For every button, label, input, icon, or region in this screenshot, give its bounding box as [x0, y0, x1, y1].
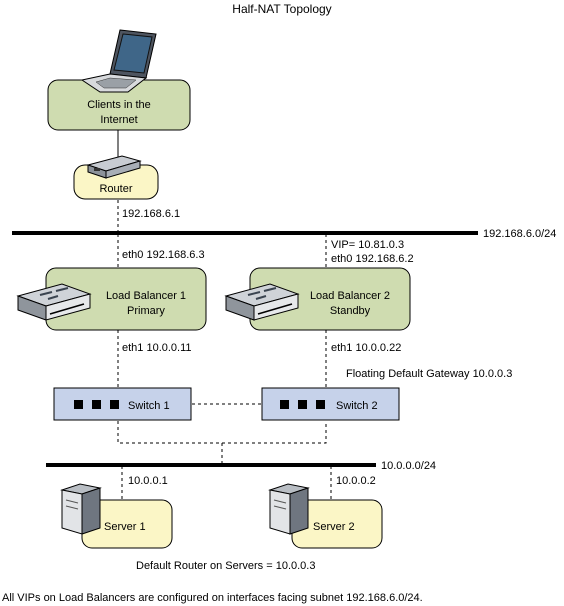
subnet-top-label: 192.168.6.0/24: [483, 228, 556, 240]
server-tower-icon: [60, 483, 102, 535]
lb2-vip-label: VIP= 10.81.0.3: [331, 239, 404, 251]
dashed-links: [117, 200, 332, 500]
router-ip-label: 192.168.6.1: [122, 208, 180, 220]
router-label: Router: [99, 183, 132, 195]
lb2-label-line1: Load Balancer 2: [310, 290, 390, 302]
server1-label: Server 1: [104, 521, 146, 533]
switch2-label: Switch 2: [336, 400, 378, 412]
router-device-icon: [86, 155, 142, 179]
default-router-label: Default Router on Servers = 10.0.0.3: [136, 560, 315, 572]
lb1-eth1-label: eth1 10.0.0.11: [122, 342, 192, 354]
subnet-bottom-label: 10.0.0.0/24: [381, 460, 436, 472]
lb1-eth0-label: eth0 192.168.6.3: [122, 249, 205, 261]
floating-gateway-label: Floating Default Gateway 10.0.0.3: [346, 368, 512, 380]
clients-label-line2: Internet: [100, 114, 137, 126]
port-square-icon: [280, 400, 325, 409]
diagram-title: Half-NAT Topology: [232, 2, 331, 16]
lb1-label-line2: Primary: [127, 305, 165, 317]
server2-label: Server 2: [313, 521, 355, 533]
lb1-label-line1: Load Balancer 1: [106, 290, 186, 302]
laptop-icon: [80, 29, 157, 93]
server1-ip-label: 10.0.0.1: [128, 475, 168, 487]
switch-uplink: [117, 421, 327, 444]
load-balancer-icon: [16, 283, 92, 321]
lb2-label-line2: Standby: [330, 305, 371, 317]
port-square-icon: [74, 400, 119, 409]
switch1-label: Switch 1: [128, 400, 170, 412]
footnote: All VIPs on Load Balancers are configure…: [2, 592, 423, 604]
lb2-eth0-label: eth0 192.168.6.2: [331, 253, 414, 265]
clients-label-line1: Clients in the: [87, 99, 151, 111]
server2-ip-label: 10.0.0.2: [336, 475, 376, 487]
lb2-eth1-label: eth1 10.0.0.22: [331, 342, 401, 354]
load-balancer-icon: [224, 283, 300, 321]
server-tower-icon: [268, 483, 310, 535]
